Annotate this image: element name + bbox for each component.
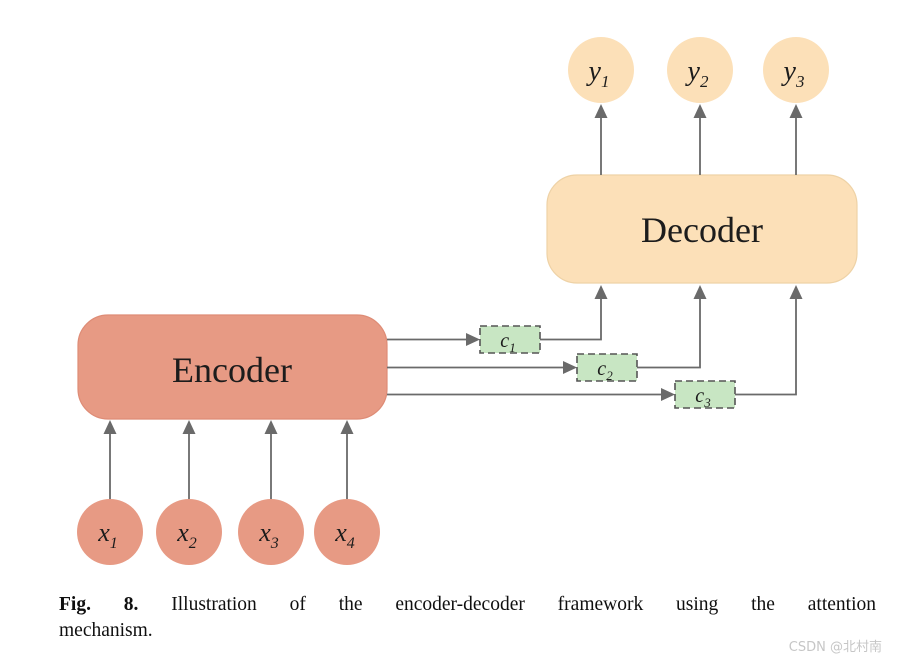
encoder-decoder-diagram: y1 y2 y3 Decoder Encoder c1 c2 c3 — [77, 37, 858, 565]
input-to-encoder-arrows — [103, 420, 354, 499]
context-box-c1 — [479, 325, 541, 354]
context-to-decoder-arrows — [540, 285, 803, 396]
caption-line-1: Fig. 8. Illustration of the encoder-deco… — [59, 592, 876, 618]
decoder-to-output-arrows — [594, 104, 803, 175]
input-label-x4: x4 — [334, 518, 355, 552]
arrowhead-c2-decoder — [693, 285, 707, 299]
caption-text-1: Illustration of the encoder-decoder fram… — [171, 594, 876, 615]
input-node-x3 — [238, 499, 304, 565]
output-node-y1 — [568, 37, 634, 103]
arrow-c3-decoder — [735, 298, 797, 396]
arrowhead-x3-encoder — [264, 420, 278, 434]
encoder-label: Encoder — [172, 350, 292, 390]
input-label-x3: x3 — [258, 518, 279, 552]
output-node-y3 — [763, 37, 829, 103]
input-label-x2: x2 — [176, 518, 197, 552]
decoder-block: Decoder — [546, 174, 858, 284]
input-nodes: x1 x2 x3 x4 — [77, 499, 380, 565]
arrowhead-x2-encoder — [182, 420, 196, 434]
decoder-label: Decoder — [641, 210, 763, 250]
arrowhead-encoder-c1 — [466, 333, 480, 346]
output-label-y2: y2 — [685, 56, 709, 91]
figure-caption: Fig. 8. Illustration of the encoder-deco… — [59, 592, 876, 644]
input-label-x1: x1 — [97, 518, 118, 552]
output-label-y3: y3 — [781, 56, 805, 91]
encoder-block: Encoder — [77, 314, 388, 420]
input-node-x2 — [156, 499, 222, 565]
context-label-c1: c1 — [500, 330, 515, 355]
encoder-to-context-arrows — [387, 333, 675, 401]
output-node-y2 — [667, 37, 733, 103]
arrowhead-encoder-c2 — [563, 361, 577, 374]
arrowhead-x1-encoder — [103, 420, 117, 434]
output-label-y1: y1 — [586, 56, 610, 91]
input-node-x4 — [314, 499, 380, 565]
context-label-c3: c3 — [695, 385, 711, 410]
output-nodes: y1 y2 y3 — [568, 37, 829, 103]
context-label-c2: c2 — [597, 358, 613, 383]
arrowhead-x4-encoder — [340, 420, 354, 434]
arrowhead-decoder-y2 — [693, 104, 707, 118]
arrowhead-decoder-y3 — [789, 104, 803, 118]
figure-number: Fig. 8. — [59, 594, 139, 615]
csdn-watermark: CSDN @北村南 — [788, 640, 882, 655]
arrowhead-c1-decoder — [594, 285, 608, 299]
arrowhead-encoder-c3 — [661, 388, 675, 401]
input-node-x1 — [77, 499, 143, 565]
arrowhead-decoder-y1 — [594, 104, 608, 118]
context-nodes: c1 c2 c3 — [479, 325, 736, 410]
arrowhead-c3-decoder — [789, 285, 803, 299]
arrow-c1-decoder — [540, 298, 602, 341]
decoder-box — [546, 174, 858, 284]
arrow-c2-decoder — [637, 298, 701, 369]
caption-line-2: mechanism. — [59, 620, 153, 641]
